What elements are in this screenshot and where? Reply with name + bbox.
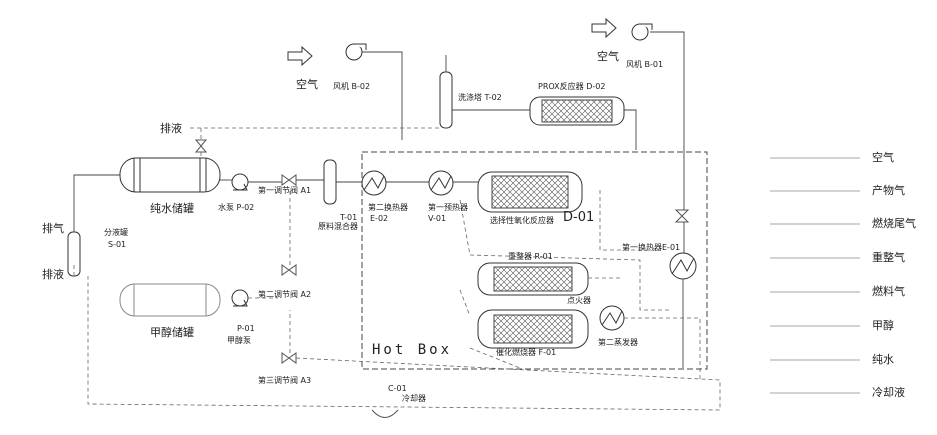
heat-exchanger-e01 <box>670 253 696 279</box>
d01-label: D-01 <box>563 210 594 225</box>
valve-a1 <box>282 175 296 185</box>
fan-b01 <box>632 24 652 40</box>
separator-name: 分液罐 <box>104 228 128 238</box>
p01-label: P-01 <box>237 324 255 334</box>
valve-a3-label: 第三调节阀 A3 <box>258 376 311 386</box>
cooler-code: C-01 <box>388 384 407 394</box>
raw-mixer-label: 原料混合器 <box>318 222 358 232</box>
legend-lines <box>770 158 860 393</box>
evaporator <box>600 306 624 330</box>
water-pump-p02 <box>232 174 248 190</box>
pure-water-tank <box>120 158 220 192</box>
prox-reactor-label: PROX反应器 D-02 <box>538 82 605 92</box>
hx-v01-name: 第一预热器 <box>428 203 468 213</box>
hot-box-label: Hot Box <box>372 344 452 356</box>
methanol-tank <box>120 284 220 316</box>
discharge-top-label: 排液 <box>160 122 182 135</box>
heat-exchanger-v01 <box>429 171 453 195</box>
air-inlet-arrow-left <box>288 47 312 65</box>
valve-top <box>196 140 206 152</box>
hx-e01-label: 第一换热器E-01 <box>622 243 680 253</box>
reformer-r01 <box>478 263 588 295</box>
tower-t02-label: 洗涤塔 T-02 <box>458 93 502 103</box>
cooler-name: 冷却器 <box>402 394 426 404</box>
legend-item-pure-water: 纯水 <box>872 353 894 366</box>
methanol-tank-label: 甲醇储罐 <box>150 326 194 339</box>
prox-reactor-d02 <box>530 97 624 125</box>
fan-b02-label: 风机 B-02 <box>333 82 370 92</box>
methanol-pump-label: 甲醇泵 <box>227 336 251 346</box>
legend-item-product-gas: 产物气 <box>872 184 905 197</box>
legend-item-air: 空气 <box>872 151 894 164</box>
co-reactor-label: 选择性氧化反应器 <box>490 216 554 226</box>
valve-right <box>676 210 688 222</box>
hx-e02-name: 第二换热器 <box>368 203 408 213</box>
legend-item-fuel-gas: 燃料气 <box>872 285 905 298</box>
valve-a1-label: 第一调节阀 A1 <box>258 186 311 196</box>
tower-t02 <box>440 72 452 128</box>
co-reactor-d01 <box>478 172 582 212</box>
valve-a2 <box>282 265 296 275</box>
catalytic-burner-f01 <box>478 310 588 348</box>
exhaust-label: 排气 <box>42 222 64 235</box>
catalytic-burner-label: 催化燃烧器 F-01 <box>496 348 556 358</box>
legend-item-reformate: 重整气 <box>872 251 905 264</box>
cooler-c01 <box>372 410 398 418</box>
legend-item-coolant: 冷却液 <box>872 386 905 399</box>
air-label-left: 空气 <box>296 78 318 91</box>
pure-water-tank-label: 纯水储罐 <box>150 202 194 215</box>
methanol-pump-p01 <box>232 290 248 306</box>
hx-e02-code: E-02 <box>370 214 388 224</box>
raw-mixer-t01 <box>324 160 336 204</box>
evaporator-label: 第二蒸发器 <box>598 338 638 348</box>
water-pump-label: 水泵 P-02 <box>218 203 254 213</box>
air-label-right: 空气 <box>597 50 619 63</box>
igniter-label: 点火器 <box>567 296 591 306</box>
reformer-label: 重整器 R-01 <box>508 252 553 262</box>
separator-code: S-01 <box>108 240 126 250</box>
air-inlet-arrow-right <box>592 19 616 37</box>
discharge-bottom-label: 排液 <box>42 268 64 281</box>
valve-a3 <box>282 353 296 363</box>
legend-item-burner-exhaust: 燃烧尾气 <box>872 217 916 230</box>
heat-exchanger-e02 <box>362 171 386 195</box>
valve-a2-label: 第二调节阀 A2 <box>258 290 311 300</box>
legend-item-methanol: 甲醇 <box>872 319 894 332</box>
hx-v01-code: V-01 <box>428 214 446 224</box>
fan-b01-label: 风机 B-01 <box>626 60 663 70</box>
separator-s01 <box>68 232 80 276</box>
